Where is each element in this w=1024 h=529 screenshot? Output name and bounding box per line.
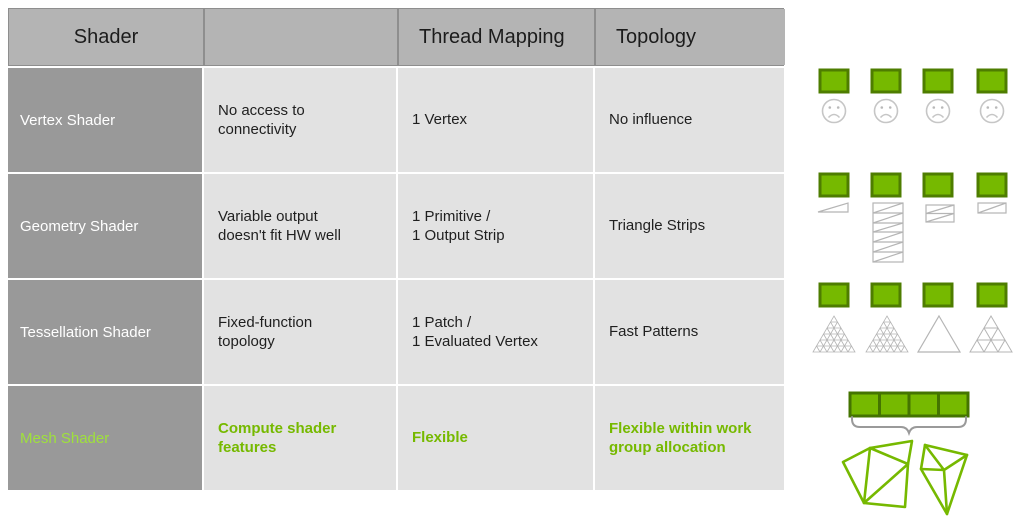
cell-geometry-topology: Triangle Strips	[595, 174, 784, 278]
column-header-empty	[205, 9, 397, 65]
cell-tessellation-topology: Fast Patterns	[595, 280, 784, 384]
tessellation-shader-diagram	[812, 282, 1013, 353]
cell-vertex-thread-mapping: 1 Vertex	[398, 68, 593, 172]
column-header-shader: Shader	[9, 9, 203, 65]
column-header-thread-mapping: Thread Mapping	[399, 9, 594, 65]
cell-geometry-description: Variable output doesn't fit HW well	[204, 174, 396, 278]
table-row-header-vertex-shader: Vertex Shader	[8, 68, 202, 172]
vertex-shader-diagram	[818, 68, 1008, 124]
thread-block-icon	[818, 68, 1008, 94]
table-row-header-tessellation-shader: Tessellation Shader	[8, 280, 202, 384]
cell-mesh-description: Compute shader features	[204, 386, 396, 490]
table-header-row: Shader Thread Mapping Topology	[8, 8, 785, 66]
table-row-header-mesh-shader: Mesh Shader	[8, 386, 202, 490]
cell-tessellation-description: Fixed-function topology	[204, 280, 396, 384]
meshlet-icon	[841, 439, 969, 516]
cell-mesh-thread-mapping: Flexible	[398, 386, 593, 490]
thread-block-icon	[818, 172, 1008, 198]
table-row-header-geometry-shader: Geometry Shader	[8, 174, 202, 278]
diagram-svg	[812, 68, 1013, 516]
thread-block-icon	[818, 282, 1008, 308]
column-header-topology: Topology	[596, 9, 785, 65]
tessellated-triangle-icon	[812, 314, 1013, 353]
triangle-strip-icon	[817, 202, 1007, 263]
sad-face-icon	[821, 98, 1005, 124]
brace-icon	[851, 416, 967, 437]
shader-diagram-panel	[790, 0, 1024, 524]
cell-vertex-topology: No influence	[595, 68, 784, 172]
cell-tessellation-thread-mapping: 1 Patch / 1 Evaluated Vertex	[398, 280, 593, 384]
cell-vertex-description: No access to connectivity	[204, 68, 396, 172]
mesh-shader-diagram	[841, 391, 970, 516]
shader-comparison-table: Shader Thread Mapping Topology Vertex Sh…	[8, 8, 785, 490]
table-body: Vertex Shader No access to connectivity …	[8, 68, 784, 490]
workgroup-bar-icon	[848, 391, 970, 418]
cell-mesh-topology: Flexible within work group allocation	[595, 386, 784, 490]
cell-geometry-thread-mapping: 1 Primitive / 1 Output Strip	[398, 174, 593, 278]
geometry-shader-diagram	[817, 172, 1008, 263]
